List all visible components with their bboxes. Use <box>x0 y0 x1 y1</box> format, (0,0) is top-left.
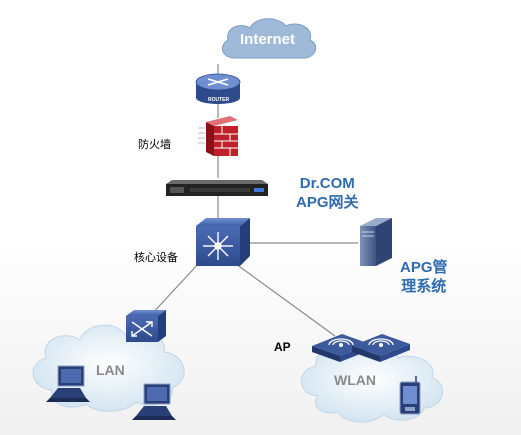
core-label: 核心设备 <box>134 252 178 264</box>
mobile-device-icon <box>399 376 421 415</box>
server-label-line2: 理系统 <box>401 278 447 295</box>
internet-cloud <box>221 18 317 59</box>
access-switch-icon <box>126 310 166 342</box>
link-core-lan <box>149 261 201 317</box>
internet-label: Internet <box>240 31 296 48</box>
management-server-icon <box>360 218 392 266</box>
lan-label: LAN <box>96 362 125 378</box>
gateway-label: Dr.COM APG网关 <box>296 174 359 212</box>
firewall-label: 防火墙 <box>138 139 171 151</box>
laptop-icon <box>132 383 176 420</box>
wlan-label: WLAN <box>334 372 376 388</box>
links <box>149 64 358 337</box>
access-point-icon <box>352 334 410 362</box>
gateway-label-line2: APG网关 <box>296 194 359 211</box>
laptop-icon <box>46 365 90 402</box>
gateway-label-line1: Dr.COM <box>299 175 355 192</box>
server-label: APG管 理系统 <box>400 258 448 296</box>
server-label-line1: APG管 <box>400 259 448 276</box>
gateway-appliance-icon <box>166 180 268 196</box>
ap-label: AP <box>274 340 291 354</box>
link-core-ap <box>235 263 336 337</box>
firewall-icon <box>198 116 238 156</box>
router-icon <box>195 73 241 104</box>
router-tag: ROUTER <box>208 97 230 103</box>
core-switch-icon <box>196 218 250 266</box>
